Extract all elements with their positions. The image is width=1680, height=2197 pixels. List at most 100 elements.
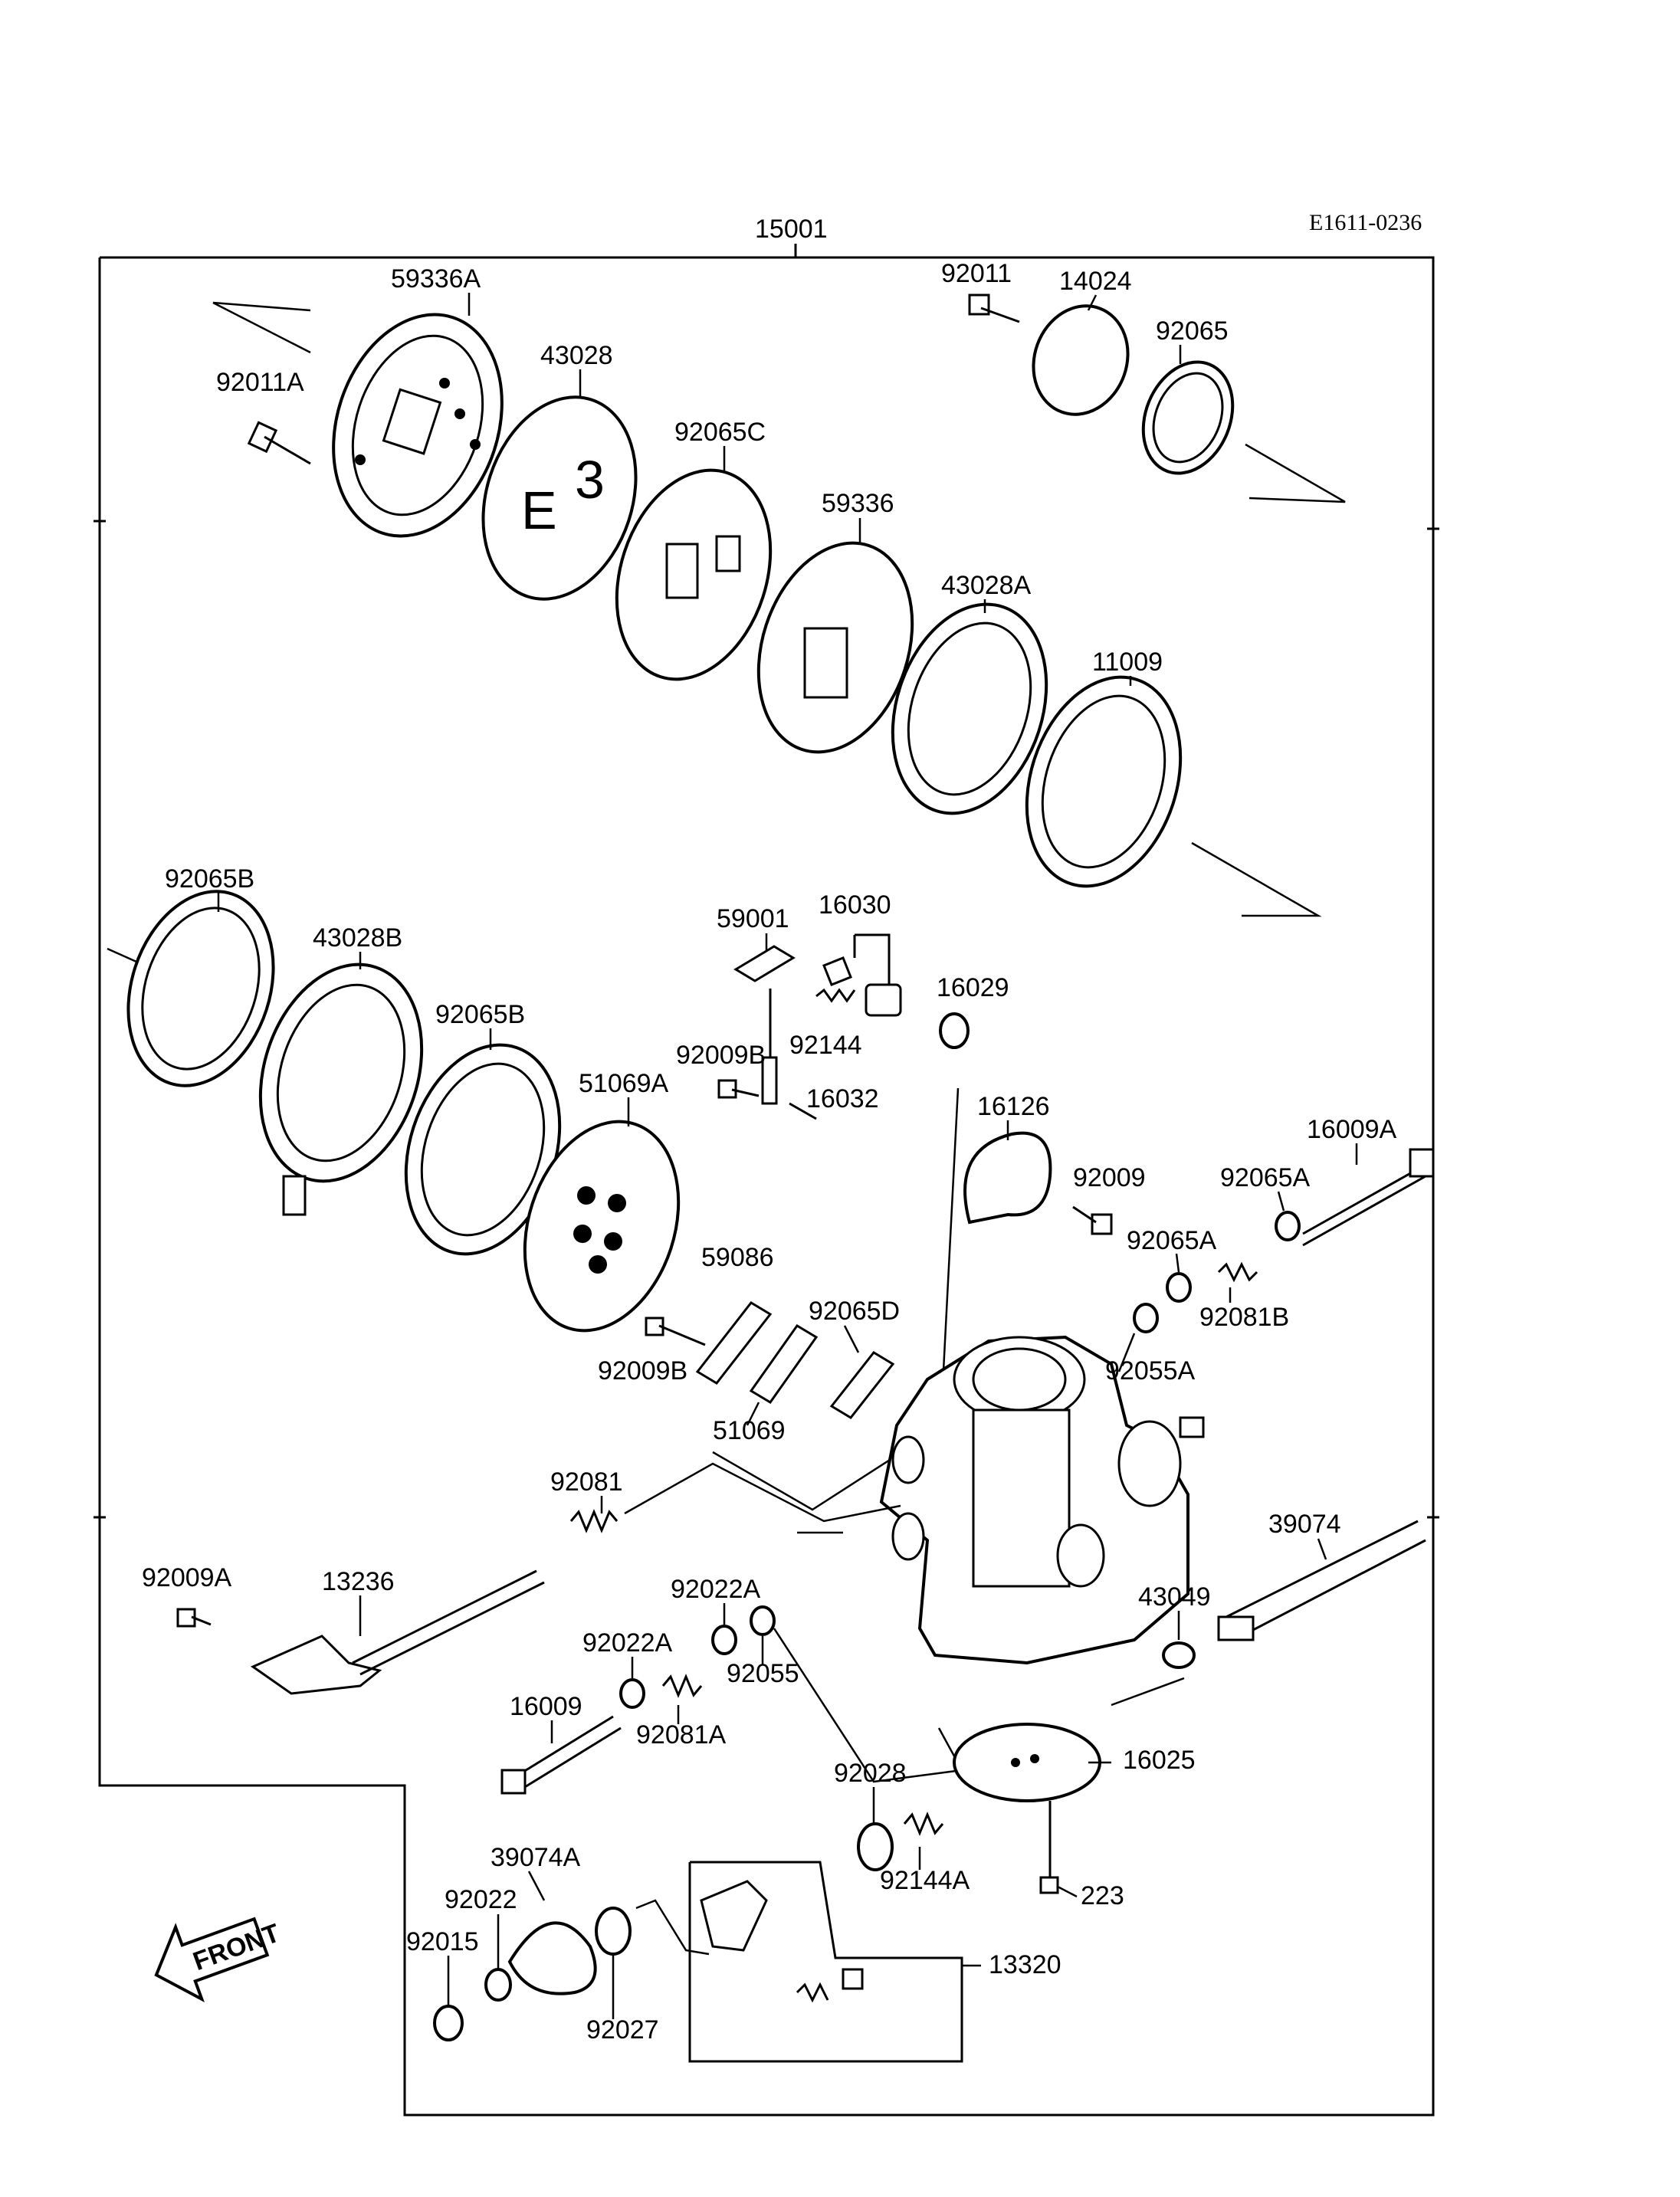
screw-16009 xyxy=(500,1715,622,1795)
label-11009: 11009 xyxy=(1092,648,1163,677)
diaphragm-51069A xyxy=(523,1120,681,1333)
label-92028: 92028 xyxy=(834,1759,907,1788)
leader-lines xyxy=(217,293,1358,2019)
screw-92011 xyxy=(968,293,1020,323)
front-arrow: FRONT xyxy=(154,1917,284,2003)
lever-39074A xyxy=(507,1921,597,1995)
label-92144: 92144 xyxy=(789,1031,862,1060)
washer-92022A-2 xyxy=(619,1678,645,1709)
throttle-shaft-13236 xyxy=(250,1569,545,1695)
plate-16126 xyxy=(963,1131,1052,1225)
screw-92009A xyxy=(176,1608,212,1628)
pump-cover-59336A xyxy=(332,313,504,538)
spring-92081 xyxy=(569,1509,619,1533)
label-51069A: 51069A xyxy=(579,1069,669,1098)
washer-92022A-1 xyxy=(711,1625,737,1655)
label-92009B-1: 92009B xyxy=(676,1041,766,1070)
label-92081A: 92081A xyxy=(636,1720,727,1749)
screw-92009B-2 xyxy=(645,1317,706,1346)
diaphragm-43028A xyxy=(891,602,1048,815)
spring-92081A xyxy=(661,1674,703,1698)
svg-text:3: 3 xyxy=(575,450,605,510)
washer-92065A-2 xyxy=(1166,1272,1192,1303)
cover-14024 xyxy=(1032,304,1130,416)
pump-cover-43028B xyxy=(258,962,424,1216)
spring-92144 xyxy=(815,988,856,1003)
label-92065C: 92065C xyxy=(674,418,766,447)
needle-valve-16030 xyxy=(822,933,902,1017)
label-92081B: 92081B xyxy=(1199,1303,1289,1332)
label-92022A-2: 92022A xyxy=(582,1628,673,1658)
diagram-code: E1611-0236 xyxy=(1309,210,1422,235)
lever-assembly-13320 xyxy=(688,1861,963,2063)
label-43028B: 43028B xyxy=(313,923,402,953)
seat-16029 xyxy=(939,1012,970,1049)
spring-92144A xyxy=(903,1812,944,1836)
label-13320: 13320 xyxy=(989,1950,1061,1979)
label-16029: 16029 xyxy=(937,973,1009,1002)
screw-92009 xyxy=(1072,1205,1113,1235)
label-92011A: 92011A xyxy=(216,368,304,397)
collar-92028 xyxy=(857,1822,894,1871)
nut-92015 xyxy=(433,2005,464,2041)
label-59336A: 59336A xyxy=(391,264,481,293)
label-16126: 16126 xyxy=(977,1092,1050,1121)
label-92009: 92009 xyxy=(1073,1163,1146,1192)
spring-92081B xyxy=(1217,1261,1258,1283)
label-92065A-1: 92065A xyxy=(1220,1163,1311,1192)
label-43049: 43049 xyxy=(1138,1582,1211,1612)
assembly-boundary xyxy=(94,244,1439,2117)
plate-51069 xyxy=(749,1323,819,1405)
gasket-92065C xyxy=(615,468,773,681)
label-16009A: 16009A xyxy=(1307,1115,1397,1144)
label-92065D: 92065D xyxy=(809,1297,900,1326)
label-92065B-2: 92065B xyxy=(435,1000,525,1029)
carburetor-body xyxy=(879,1335,1205,1665)
screw-92011A xyxy=(247,421,311,465)
screw-223 xyxy=(1039,1801,1059,1894)
label-16030: 16030 xyxy=(819,890,891,920)
washer-92022 xyxy=(484,1968,512,2002)
label-39074: 39074 xyxy=(1268,1510,1341,1539)
pump-body-59336 xyxy=(756,541,914,754)
lever-59001 xyxy=(733,945,796,982)
label-92081: 92081 xyxy=(550,1467,623,1497)
assembly-label: 15001 xyxy=(755,215,828,244)
part-labels: 59336A 43028 92011A 92065C 59336 43028A … xyxy=(142,259,1397,2045)
pin-16032 xyxy=(761,989,817,1120)
label-92027: 92027 xyxy=(586,2015,659,2045)
diaphragm-43028: E 3 xyxy=(481,395,638,601)
gasket-92065 xyxy=(1141,360,1235,475)
svg-text:E: E xyxy=(521,480,557,540)
washer-43049 xyxy=(1162,1641,1196,1669)
label-39074A: 39074A xyxy=(491,1843,581,1872)
gasket-11009 xyxy=(1025,675,1183,888)
label-59086: 59086 xyxy=(701,1243,774,1272)
label-16032: 16032 xyxy=(806,1084,879,1113)
label-43028A: 43028A xyxy=(941,571,1032,600)
gasket-92065B-2 xyxy=(404,1043,562,1256)
o-ring-92055A xyxy=(1133,1303,1159,1333)
label-92011: 92011 xyxy=(941,259,1012,288)
gasket-92065B-1 xyxy=(126,890,275,1087)
label-92065: 92065 xyxy=(1156,316,1229,346)
screw-92009B-1 xyxy=(717,1079,760,1099)
label-223: 223 xyxy=(1081,1881,1124,1910)
collar-92027 xyxy=(595,1907,632,1956)
plate-59086 xyxy=(695,1301,773,1385)
label-16009: 16009 xyxy=(510,1692,582,1721)
washer-92065A-1 xyxy=(1275,1211,1301,1241)
choke-shaft-39074 xyxy=(1217,1520,1426,1641)
label-43028: 43028 xyxy=(540,341,613,370)
label-92009A: 92009A xyxy=(142,1563,232,1592)
label-59336: 59336 xyxy=(822,489,894,518)
gasket-92065D xyxy=(829,1351,895,1419)
label-14024: 14024 xyxy=(1059,267,1132,296)
label-92065B-1: 92065B xyxy=(165,864,254,894)
label-92009B-2: 92009B xyxy=(598,1356,687,1385)
o-ring-92055 xyxy=(750,1605,776,1636)
label-92015: 92015 xyxy=(406,1927,479,1956)
label-13236: 13236 xyxy=(322,1567,395,1596)
label-92022A-1: 92022A xyxy=(671,1575,761,1604)
